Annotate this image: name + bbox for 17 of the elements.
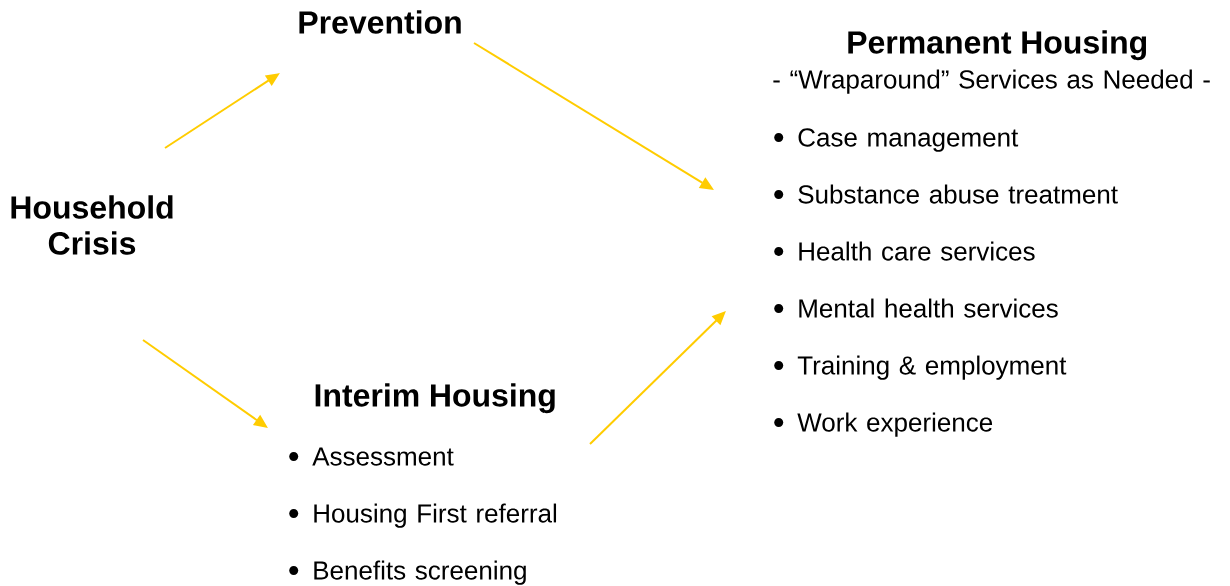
bullet-list: Interim Housing Assessment Housing First referral Benefits screening	[289, 383, 557, 585]
node-label: Permanent Housing	[848, 30, 1147, 61]
node-label: Case management	[798, 128, 1019, 152]
node-label: - “Wraparound” Services as Needed -	[773, 69, 1210, 94]
heading-text: Prevention	[299, 10, 461, 34]
node-label: Interim Housing	[315, 383, 555, 414]
node-label: Benefits screening	[314, 560, 526, 585]
node-label: Substance abuse treatment	[798, 184, 1118, 204]
node-label: Training & employment	[797, 355, 1067, 380]
node-label: Work experience	[797, 412, 993, 437]
node-label: Mental health services	[799, 298, 1058, 318]
heading-text: Household Crisis	[11, 195, 173, 255]
node-label: Housing First referral	[314, 503, 557, 528]
arrow	[589, 311, 726, 445]
node-label: Assessment	[312, 447, 454, 466]
node-label: Health care services	[799, 241, 1035, 261]
bullet-list: Permanent Housing - “Wraparound” Services as Needed - Case management Substance abuse treatment Health care services Mental health services Training & employment Work experience	[773, 30, 1210, 437]
